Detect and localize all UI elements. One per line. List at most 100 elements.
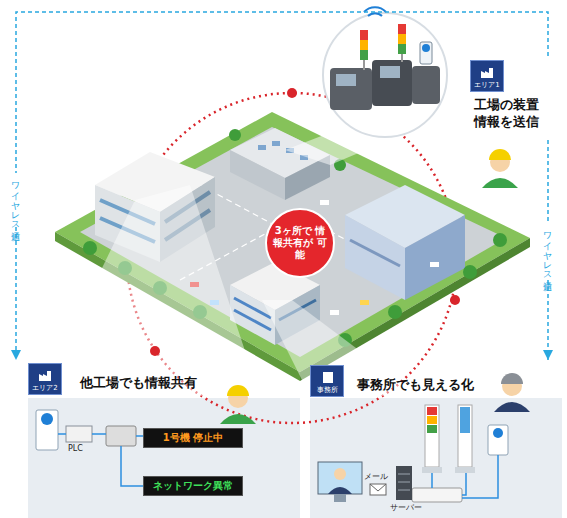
receiver: [488, 425, 508, 455]
tree: [493, 233, 507, 247]
signal-tower: [458, 405, 472, 467]
signal-light: [360, 30, 368, 40]
car: [320, 200, 329, 205]
machine: [412, 66, 440, 104]
area-badge: 事務所: [310, 365, 344, 397]
worker-helmet: [227, 385, 249, 396]
signal-light: [427, 425, 437, 433]
zoom-bubble: [323, 13, 447, 137]
machine-panel: [380, 66, 400, 78]
signal-tower: [425, 405, 439, 467]
ring-dot: [287, 88, 297, 98]
tower-base: [422, 467, 442, 473]
machine-panel: [336, 74, 356, 86]
tree: [463, 265, 477, 279]
badge-icon-shape: [481, 68, 493, 78]
badge-icon: [314, 367, 340, 387]
tower-base: [455, 467, 475, 473]
device-label: PLC: [68, 444, 83, 454]
signal-light: [360, 40, 368, 50]
staff-suit: [494, 402, 530, 412]
led-display: ネットワーク異常: [143, 476, 243, 496]
wire: [58, 433, 66, 435]
signal-light: [427, 407, 437, 415]
badge-text: エリア2: [29, 384, 61, 392]
edge-label: ワイヤレス通信: [543, 223, 553, 277]
machine: [372, 60, 412, 106]
warehouse-side: [345, 215, 405, 300]
badge-icon-shape: [39, 371, 51, 381]
car: [430, 262, 439, 267]
signal-light: [427, 416, 437, 424]
spotlight: [40, 185, 260, 396]
monitor: [318, 462, 362, 494]
device-label: サーバー: [390, 503, 422, 513]
building-side: [230, 150, 285, 200]
panel-caption: 事務所でも見える化: [357, 376, 557, 393]
worker-helmet: [489, 149, 511, 160]
wire: [92, 433, 106, 435]
wireless-icon: [493, 428, 503, 438]
warehouse-side: [405, 215, 465, 300]
tree: [388, 305, 402, 319]
circle-text: 3ヶ所で 情報共有が 可能: [270, 225, 330, 261]
wire: [431, 473, 433, 488]
server-slot: [398, 490, 410, 491]
signal-pole: [363, 60, 365, 70]
edge-label: ワイヤレス通信: [11, 173, 21, 227]
worker-body: [482, 178, 518, 188]
ring-dot: [450, 295, 460, 305]
led-text: ネットワーク異常: [144, 477, 242, 495]
device-label: メール: [364, 472, 388, 482]
tree: [229, 129, 241, 141]
wireless-link: [16, 12, 548, 360]
circle-fill: [266, 209, 334, 277]
mail-icon: [370, 484, 386, 491]
ring-dot: [150, 346, 160, 356]
badge-text: 事務所: [311, 386, 343, 394]
panel-caption: 他工場でも情報共有: [80, 374, 280, 391]
led-text: 1号機 停止中: [144, 429, 242, 447]
signal-pole: [401, 54, 403, 62]
signal-light: [460, 407, 470, 433]
wire: [462, 455, 498, 498]
wireless-icon: [422, 44, 430, 52]
machine: [272, 141, 280, 146]
panel-background: [28, 398, 300, 518]
car: [360, 300, 369, 305]
badge-icon: [474, 62, 500, 82]
panel-caption: 工場の装置 情報を送信: [474, 96, 556, 130]
signal-light: [398, 24, 406, 34]
signal-light: [360, 50, 368, 60]
plc-unit: [66, 426, 92, 442]
server-rack: [396, 466, 412, 500]
window-row: [234, 310, 271, 330]
badge-text: エリア1: [471, 81, 503, 89]
signal-light: [398, 44, 406, 54]
receiver: [420, 42, 432, 64]
area-badge: エリア2: [28, 363, 62, 395]
tree: [83, 241, 97, 255]
machine: [258, 145, 266, 150]
server-slot: [398, 482, 410, 483]
office-panel: 事務所 事務所でも見える化: [305, 360, 562, 518]
panel-background: [310, 398, 562, 518]
car: [330, 310, 339, 315]
receiver: [36, 410, 58, 450]
server-slot: [398, 474, 410, 475]
area-badge: エリア1: [470, 60, 504, 92]
signal-light: [398, 34, 406, 44]
area-panel: エリア2 他工場でも情報共有 1号機 停止中ネットワーク異常: [10, 360, 300, 518]
wire: [462, 473, 466, 495]
worker-body: [220, 414, 256, 424]
staff-hair: [501, 373, 523, 384]
mail-icon: [370, 484, 386, 495]
wire: [136, 435, 143, 437]
monitor-person: [334, 468, 346, 480]
monitor-stand: [334, 494, 346, 502]
controller-unit: [106, 426, 136, 446]
led-display: 1号機 停止中: [143, 428, 243, 448]
network-hub: [412, 488, 462, 502]
wireless-waves: [364, 7, 386, 16]
